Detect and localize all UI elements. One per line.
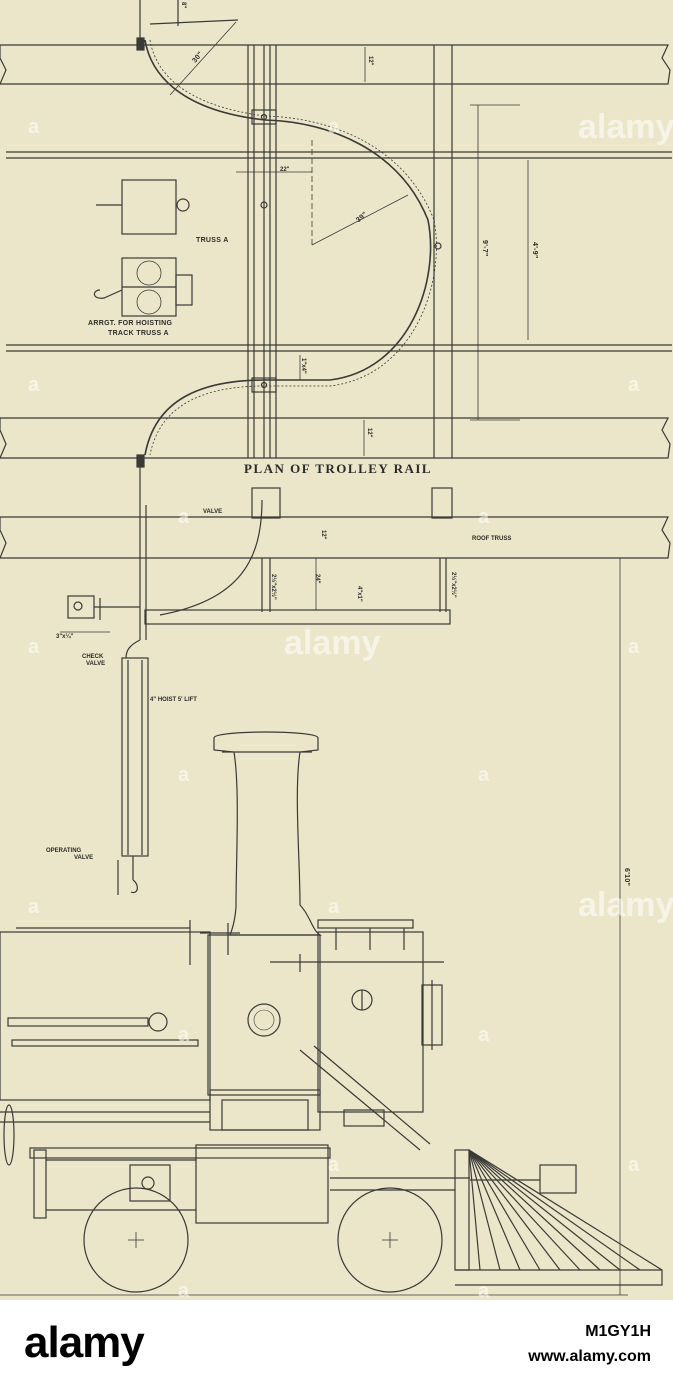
- watermark-a-8: a: [628, 636, 640, 658]
- check-valve-label-1: CHECK: [82, 654, 104, 660]
- dim-elev-12: 12": [320, 530, 326, 540]
- roof-truss-label: ROOF TRUSS: [472, 536, 512, 542]
- operating-valve-label-1: OPERATING: [46, 848, 82, 854]
- trolley-rail-curve: [144, 39, 432, 456]
- watermark-a-4: a: [628, 374, 640, 396]
- truss-a-label: TRUSS A: [196, 237, 229, 244]
- watermark-a-10: a: [478, 764, 490, 786]
- watermark-a-3: a: [28, 374, 40, 396]
- watermark-a-15: a: [628, 1154, 640, 1176]
- bottom-beam: [0, 417, 671, 459]
- dim-small-3x: 3"x¼": [56, 634, 74, 640]
- hoist-cylinder: [121, 657, 149, 857]
- dim-bar-right: 2½"x2½": [450, 572, 456, 598]
- watermark-a-18: a: [478, 1280, 490, 1302]
- arrgt-label: ARRGT. FOR HOISTING: [88, 320, 173, 327]
- alamy-logo: alamy: [24, 1318, 145, 1367]
- watermark-alamy-2: alamy: [284, 624, 381, 662]
- dim-4-9: 4'-9": [531, 242, 538, 259]
- dim-elev-24: 24": [314, 574, 320, 584]
- watermark-alamy-1: alamy: [578, 108, 673, 146]
- site-url[interactable]: www.alamy.com: [528, 1348, 651, 1365]
- watermark-a-9: a: [178, 764, 190, 786]
- watermark-a-12: a: [28, 896, 40, 918]
- clamp-block-top: [251, 109, 277, 125]
- dim-8: 8": [180, 2, 186, 9]
- drawing-lines: [0, 0, 672, 1296]
- dim-rail-size: 1"x4": [300, 358, 306, 374]
- cab: [317, 931, 424, 1113]
- boiler-front: [0, 931, 211, 1101]
- watermark-a-16: a: [328, 1154, 340, 1176]
- hoist-drum-top: [121, 179, 177, 235]
- dim-22: 22": [280, 167, 290, 173]
- trolley-beam: [144, 609, 451, 625]
- watermark-a-7: a: [28, 636, 40, 658]
- top-beam: [0, 44, 671, 85]
- check-valve-label-2: VALVE: [86, 661, 106, 667]
- watermark-a-11: a: [328, 896, 340, 918]
- cylinder: [195, 1144, 329, 1224]
- watermark-alamy-3: alamy: [578, 886, 673, 924]
- cowcatcher: [455, 1149, 663, 1286]
- dim-6-10: 6'10": [623, 868, 630, 887]
- watermark-a-6: a: [478, 506, 490, 528]
- hoist-label: 4" HOIST 5' LIFT: [150, 697, 197, 703]
- operating-valve-label-2: VALVE: [74, 855, 94, 861]
- dim-bar-2half: 2½"x2½": [270, 574, 276, 600]
- clamp-block-bottom: [251, 377, 277, 393]
- watermark-a-2: a: [328, 116, 340, 138]
- dim-12-bottom: 12": [366, 428, 372, 438]
- front-wheel: [337, 1187, 443, 1293]
- rear-wheel: [83, 1187, 189, 1293]
- technical-drawing: PLAN OF TROLLEY RAIL TRUSS A ARRGT. FOR …: [0, 0, 673, 1302]
- watermark-a-5: a: [178, 506, 190, 528]
- track-truss-label: TRACK TRUSS A: [108, 330, 169, 337]
- watermark-a-14: a: [178, 1024, 190, 1046]
- dim-bar-4x1: 4"x1": [356, 586, 362, 602]
- valve-label: VALVE: [203, 509, 223, 515]
- watermark-a-17: a: [178, 1280, 190, 1302]
- smokestack: [213, 731, 323, 936]
- plan-title: PLAN OF TROLLEY RAIL: [244, 461, 433, 476]
- watermark-a-1: a: [28, 116, 40, 138]
- image-id: M1GY1H: [585, 1323, 651, 1340]
- footer-bar: [0, 1300, 673, 1390]
- dim-9-7: 9'-7": [481, 240, 488, 257]
- smokebox: [207, 934, 321, 1096]
- watermark-a-13: a: [478, 1024, 490, 1046]
- dim-12-top: 12": [367, 56, 373, 66]
- roof-truss-beam: [0, 516, 671, 559]
